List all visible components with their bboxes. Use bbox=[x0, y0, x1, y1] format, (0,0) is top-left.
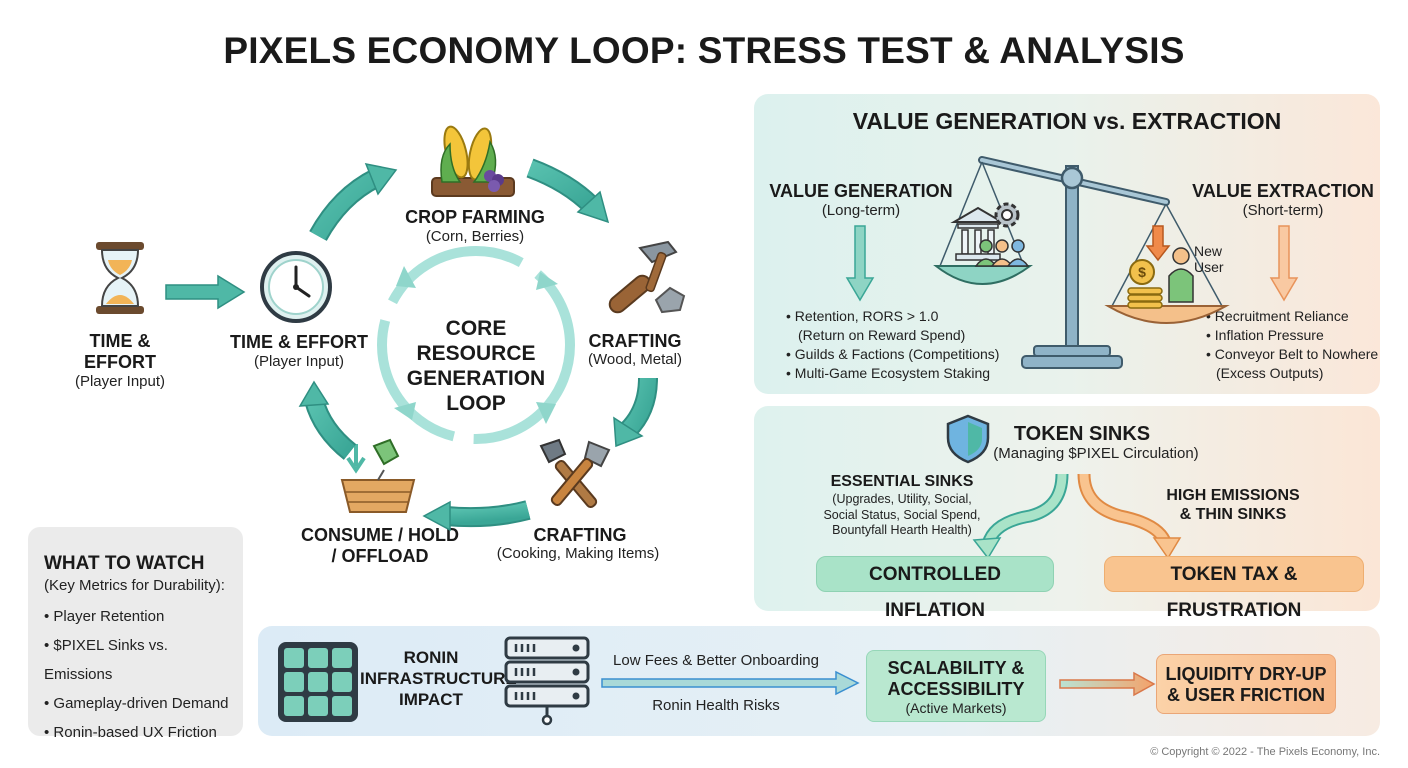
watch-item: • $PIXEL Sinks vs. Emissions bbox=[44, 637, 168, 683]
value-ext-item: • Recruitment Reliance bbox=[1206, 308, 1349, 324]
gear-icon bbox=[994, 202, 1020, 228]
clock-icon bbox=[260, 251, 332, 323]
basket-icon bbox=[340, 438, 416, 513]
balance-scale-icon bbox=[933, 156, 1230, 369]
watch-item: • Ronin-based UX Friction bbox=[44, 724, 217, 741]
ronin-title-line-3: IMPACT bbox=[399, 690, 463, 709]
value-ext-item: (Excess Outputs) bbox=[1216, 365, 1324, 381]
sinks-split-arrows bbox=[972, 473, 1182, 560]
essential-title: ESSENTIAL SINKS bbox=[830, 473, 974, 490]
core-loop-line-1: CORE RESOURCE bbox=[416, 317, 536, 365]
page-title: PIXELS ECONOMY LOOP: STRESS TEST & ANALY… bbox=[223, 30, 1185, 71]
liq-line-1: LIQUIDITY DRY-UP bbox=[1165, 664, 1327, 684]
value-gen-item: (Return on Reward Spend) bbox=[798, 327, 966, 343]
value-gen-item: • Multi-Game Ecosystem Staking bbox=[786, 365, 991, 381]
arrow-scal-to-liq bbox=[1059, 671, 1156, 697]
scal-line-2: ACCESSIBILITY bbox=[887, 679, 1025, 699]
value-gen-sub: (Long-term) bbox=[821, 202, 901, 219]
node-crop-sub: (Corn, Berries) bbox=[425, 228, 525, 245]
svg-text:$: $ bbox=[1138, 264, 1146, 280]
core-loop-line-2: GENERATION bbox=[406, 367, 546, 390]
liquidity-box: LIQUIDITY DRY-UP & USER FRICTION bbox=[1156, 654, 1336, 714]
value-gen-item: • Retention, RORS > 1.0 bbox=[786, 308, 939, 324]
node-craft2-title: CRAFTING bbox=[533, 525, 627, 545]
input-title: TIME & EFFORT bbox=[84, 331, 156, 372]
sinks-title: TOKEN SINKS bbox=[1013, 423, 1151, 445]
essential-desc: (Upgrades, Utility, Social, Social Statu… bbox=[806, 492, 998, 539]
input-sub: (Player Input) bbox=[74, 373, 166, 390]
arrow-ronin-to-scal bbox=[601, 670, 860, 696]
scal-line-1: SCALABILITY & bbox=[887, 658, 1025, 678]
scalability-box: SCALABILITY & ACCESSIBILITY (Active Mark… bbox=[866, 650, 1046, 722]
high-line-1: HIGH EMISSIONS bbox=[1166, 487, 1300, 504]
essential-line-1: (Upgrades, Utility, Social, bbox=[832, 492, 972, 506]
watch-sub: (Key Metrics for Durability): bbox=[44, 577, 225, 594]
watch-panel bbox=[28, 527, 243, 736]
arrow-input-to-loop bbox=[165, 274, 246, 310]
essential-line-2: Social Status, Social Spend, bbox=[823, 507, 981, 522]
arrow-extraction-icon bbox=[1145, 225, 1171, 262]
core-loop-label: CORE RESOURCE GENERATION LOOP bbox=[386, 316, 566, 416]
scal-sub: (Active Markets) bbox=[905, 700, 1007, 716]
node-time-title: TIME & EFFORT bbox=[230, 332, 368, 352]
token-tax-pill: TOKEN TAX & FRUSTRATION bbox=[1104, 556, 1364, 621]
hammer-log-icon bbox=[608, 240, 686, 314]
node-craft1-title: CRAFTING bbox=[588, 331, 682, 351]
server-icon bbox=[504, 636, 590, 726]
watch-title: WHAT TO WATCH bbox=[44, 553, 205, 574]
ronin-title-line-1: RONIN bbox=[403, 648, 459, 667]
value-ext-sub: (Short-term) bbox=[1242, 202, 1324, 219]
node-consume-title-1: CONSUME / HOLD bbox=[300, 525, 459, 545]
ronin-top-label: Low Fees & Better Onboarding bbox=[613, 652, 819, 669]
coins-icon: $ bbox=[1127, 259, 1163, 309]
watch-list: • Player Retention • $PIXEL Sinks vs. Em… bbox=[44, 602, 240, 747]
ronin-bottom-label: Ronin Health Risks bbox=[652, 697, 780, 714]
sinks-sub: (Managing $PIXEL Circulation) bbox=[993, 445, 1199, 462]
ronin-title-line-2: INFRASTRUCTURE bbox=[360, 669, 517, 688]
new-user-label: New User bbox=[1194, 243, 1224, 275]
bank-icon bbox=[950, 206, 1006, 261]
new-user-line-1: New bbox=[1194, 243, 1223, 259]
liq-line-2: & USER FRICTION bbox=[1166, 685, 1325, 705]
copyright: © Copyright © 2022 - The Pixels Economy,… bbox=[1150, 746, 1380, 758]
watch-item: • Player Retention bbox=[44, 608, 165, 625]
essential-line-3: Bountyfall Hearth Health) bbox=[832, 523, 972, 537]
watch-item: • Gameplay-driven Demand bbox=[44, 695, 229, 712]
node-consume-title-2: / OFFLOAD bbox=[331, 546, 429, 566]
core-loop-ring bbox=[377, 246, 575, 444]
high-line-2: & THIN SINKS bbox=[1179, 506, 1287, 523]
grid-icon bbox=[278, 642, 358, 722]
arrow-gen-down bbox=[845, 225, 875, 302]
node-crop-title: CROP FARMING bbox=[405, 207, 545, 227]
value-gen-list: • Retention, RORS > 1.0 (Return on Rewar… bbox=[786, 307, 1026, 383]
new-user-line-2: User bbox=[1194, 259, 1224, 275]
corn-icon bbox=[431, 125, 515, 197]
user-group-icon bbox=[974, 239, 1030, 267]
high-emissions-title: HIGH EMISSIONS & THIN SINKS bbox=[1158, 486, 1308, 524]
hourglass-icon bbox=[96, 242, 144, 314]
ronin-title: RONIN INFRASTRUCTURE IMPACT bbox=[360, 647, 517, 710]
tools-icon bbox=[539, 438, 611, 509]
core-loop-line-3: LOOP bbox=[446, 392, 506, 415]
value-ext-title: VALUE EXTRACTION bbox=[1192, 181, 1374, 201]
value-ext-item: • Inflation Pressure bbox=[1206, 327, 1324, 343]
user-icon bbox=[1168, 247, 1194, 303]
arrow-ext-down bbox=[1269, 225, 1299, 302]
node-time-sub: (Player Input) bbox=[253, 353, 345, 370]
value-gen-title: VALUE GENERATION bbox=[769, 181, 953, 201]
controlled-inflation-pill: CONTROLLED INFLATION bbox=[816, 556, 1054, 621]
value-gen-item: • Guilds & Factions (Competitions) bbox=[786, 346, 1000, 362]
node-craft2-sub: (Cooking, Making Items) bbox=[496, 545, 660, 562]
value-title: VALUE GENERATION vs. EXTRACTION bbox=[852, 108, 1282, 134]
shield-icon bbox=[946, 414, 990, 464]
node-craft1-sub: (Wood, Metal) bbox=[588, 351, 682, 368]
value-ext-item: • Conveyor Belt to Nowhere bbox=[1206, 346, 1379, 362]
value-ext-list: • Recruitment Reliance • Inflation Press… bbox=[1206, 307, 1380, 383]
